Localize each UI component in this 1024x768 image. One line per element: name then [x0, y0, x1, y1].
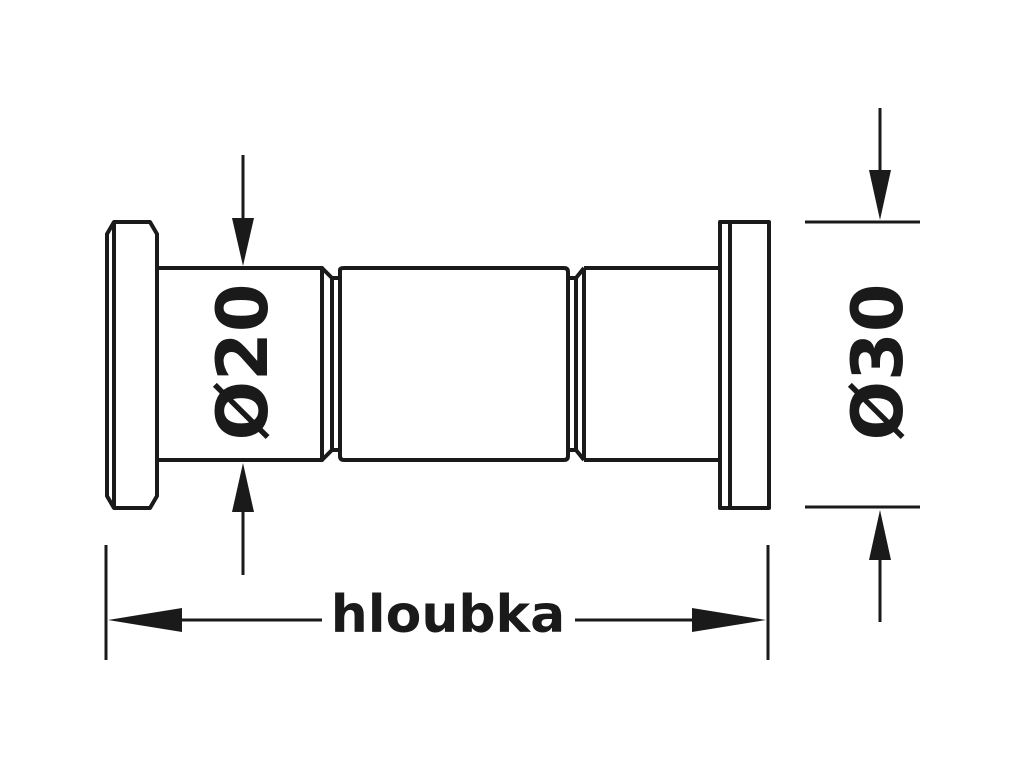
depth-label: hloubka	[331, 585, 565, 645]
dim20-top-arrowhead	[232, 218, 254, 266]
dim30-top-arrowhead	[869, 170, 891, 220]
middle-body-segment	[338, 266, 570, 462]
left-body-segment	[157, 266, 324, 462]
left-flange	[105, 220, 159, 510]
inner-diameter-label: Ø20	[202, 284, 284, 441]
groove-right	[568, 266, 586, 462]
groove-left	[320, 266, 342, 462]
outer-diameter-label: Ø30	[837, 284, 919, 441]
right-flange	[718, 220, 771, 510]
depth-right-arrowhead	[692, 608, 766, 632]
dim30-bottom-arrowhead	[869, 510, 891, 560]
depth-left-arrowhead	[108, 608, 182, 632]
dim20-bottom-arrowhead	[232, 463, 254, 512]
right-body-segment	[582, 266, 720, 462]
